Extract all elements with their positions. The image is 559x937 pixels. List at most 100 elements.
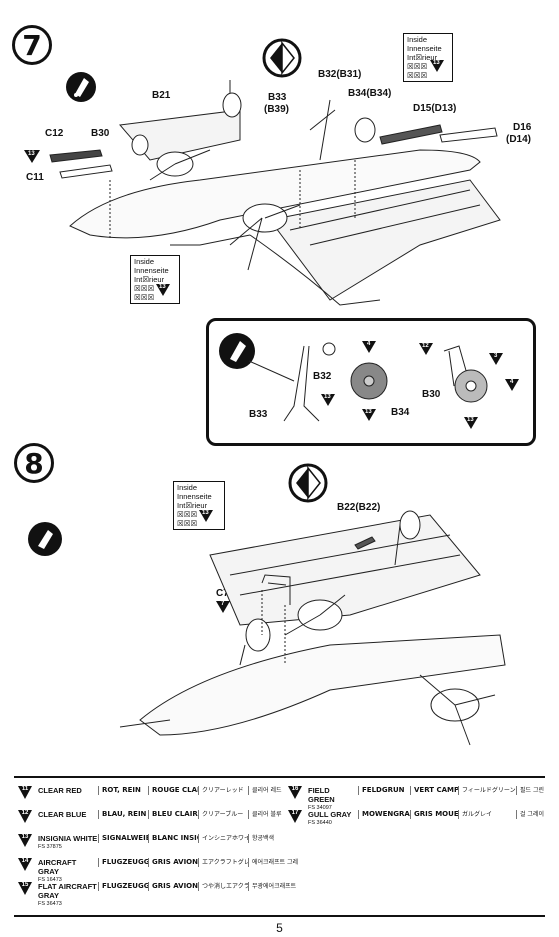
step-8-number: 8 xyxy=(14,443,54,483)
paint-name-fr: BLANC INSIGNE xyxy=(148,834,198,843)
color-code-7-icon xyxy=(216,601,230,613)
note-line: ☒☒☒ xyxy=(177,519,198,528)
paint-name-ja: つや消しエアクラフトグレイ xyxy=(198,882,248,891)
paint-name-de: ROT, REIN xyxy=(98,786,148,795)
color-code-4-icon xyxy=(505,379,519,391)
label-b32: B32(B31) xyxy=(318,69,362,80)
glue-tube-icon xyxy=(38,530,53,549)
label-b34: B34(B34) xyxy=(348,88,392,99)
note-line: Inside xyxy=(407,35,428,44)
paint-name-de: BLAU, REIN xyxy=(98,810,148,819)
note-left-code: 13 xyxy=(159,284,166,290)
paint-name-de: SIGNALWEIB xyxy=(98,834,148,843)
note-line: Int☒rieur xyxy=(407,53,438,62)
note-line: ☒☒☒ xyxy=(407,62,428,71)
detail-code-b34-top: 4 xyxy=(367,341,371,347)
color-code-12-icon xyxy=(419,343,433,355)
paint-name-en: CLEAR RED xyxy=(38,786,98,795)
paint-name-en-text: INSIGNIA WHITE xyxy=(38,834,98,843)
detail-code-3: 3 xyxy=(494,353,498,359)
paint-name-ko: 클리어 블루 xyxy=(248,810,298,819)
note-top-code: 13 xyxy=(433,60,440,66)
paint-name-ko: 에어크래프트 그레이 xyxy=(248,858,298,867)
label-c12: C12 xyxy=(45,128,64,139)
paint-number: 15 xyxy=(21,882,29,888)
step8-note-code: 13 xyxy=(202,510,209,516)
step8-aircraft-drawing xyxy=(119,510,506,746)
paint-number-icon: 12 xyxy=(18,810,32,823)
paint-number-icon: 14 xyxy=(18,858,32,871)
note-line: ☒☒☒ xyxy=(134,284,155,293)
paint-name-fr: GRIS AVION xyxy=(148,858,198,867)
label-b33: B33 xyxy=(268,92,287,103)
label-b22: B22(B22) xyxy=(337,502,381,513)
paint-name-fr: ROUGE CLAIR xyxy=(148,786,198,795)
label-d16: D16 xyxy=(513,122,532,133)
front-view-icon xyxy=(262,38,302,78)
paint-name-ko: 걸 그레이 xyxy=(516,810,559,819)
paint-fs-code: FS 36440 xyxy=(308,820,332,826)
paint-name-ja: クリアーブルー xyxy=(198,810,248,819)
front-view-icon xyxy=(288,463,328,503)
paint-name-ja: クリアーレッド xyxy=(198,786,248,795)
paint-number-icon: 15 xyxy=(18,882,32,895)
inside-note-left: Inside Innenseite Int☒rieur ☒☒☒ ☒☒☒ xyxy=(130,255,180,304)
detail-code-b32: 13 xyxy=(324,394,331,400)
c7-code-text: 7 xyxy=(221,601,225,607)
legend-bottom-rule xyxy=(14,915,545,917)
label-b39: (B39) xyxy=(264,104,290,115)
paint-number: 14 xyxy=(21,858,29,864)
detail-code-b34-bot: 13 xyxy=(365,409,372,415)
paint-number-icon: 16 xyxy=(288,786,302,799)
paint-name-en-text: CLEAR RED xyxy=(38,786,82,795)
paint-name-en: CLEAR BLUE xyxy=(38,810,98,819)
paint-name-en-text: AIRCRAFT GRAY xyxy=(38,858,77,876)
glue-tube-icon xyxy=(74,78,89,97)
step-7-number: 7 xyxy=(12,25,52,65)
paint-name-ja: ガルグレイ xyxy=(458,810,516,819)
detail-label-b34: B34 xyxy=(391,407,410,418)
note-line: ☒☒☒ xyxy=(407,71,428,80)
paint-number-icon: 11 xyxy=(18,786,32,799)
paint-name-fr: VERT CAMPAGNE xyxy=(410,786,458,795)
detail-label-b32: B32 xyxy=(313,371,332,382)
paint-fs-code: FS 36473 xyxy=(38,901,62,907)
label-d15: D15(D13) xyxy=(413,103,457,114)
paint-name-ko: 필드 그린 xyxy=(516,786,559,795)
paint-number-icon: 13 xyxy=(18,834,32,847)
paint-name-ko: 항공백색 xyxy=(248,834,298,843)
paint-number: 11 xyxy=(21,786,29,792)
paint-name-de: MÖWENGRAU xyxy=(358,810,410,819)
note-line: Innenseite xyxy=(134,266,169,275)
paint-name-en-text: FLAT AIRCRAFT GRAY xyxy=(38,882,97,900)
color-code-13-icon xyxy=(321,394,335,406)
note-line: Int☒rieur xyxy=(134,275,165,284)
note-line: Int☒rieur xyxy=(177,501,208,510)
note-line: Innenseite xyxy=(177,492,212,501)
color-code-3-icon xyxy=(489,353,503,365)
note-line: Innenseite xyxy=(407,44,442,53)
paint-name-en-text: FIELD GREEN xyxy=(308,786,335,804)
paint-name-ko: 무광에어크래프트 그레이 xyxy=(248,882,298,891)
paint-number: 13 xyxy=(21,834,29,840)
glue-tube-icon xyxy=(230,341,246,362)
note-line: Inside xyxy=(134,257,155,266)
paint-fs-code: FS 37875 xyxy=(38,844,62,850)
paint-name-ja: エアクラフトグレイ xyxy=(198,858,248,867)
paint-name-ja: フィールドグリーン xyxy=(458,786,516,795)
color-code-13-icon xyxy=(362,409,376,421)
paint-name-de: FLUGZEUGGRAU MATT xyxy=(98,882,148,891)
paint-name-ko: 클리어 레드 xyxy=(248,786,298,795)
detail-code-12: 12 xyxy=(422,343,429,349)
detail-parts-drawing xyxy=(248,342,488,422)
